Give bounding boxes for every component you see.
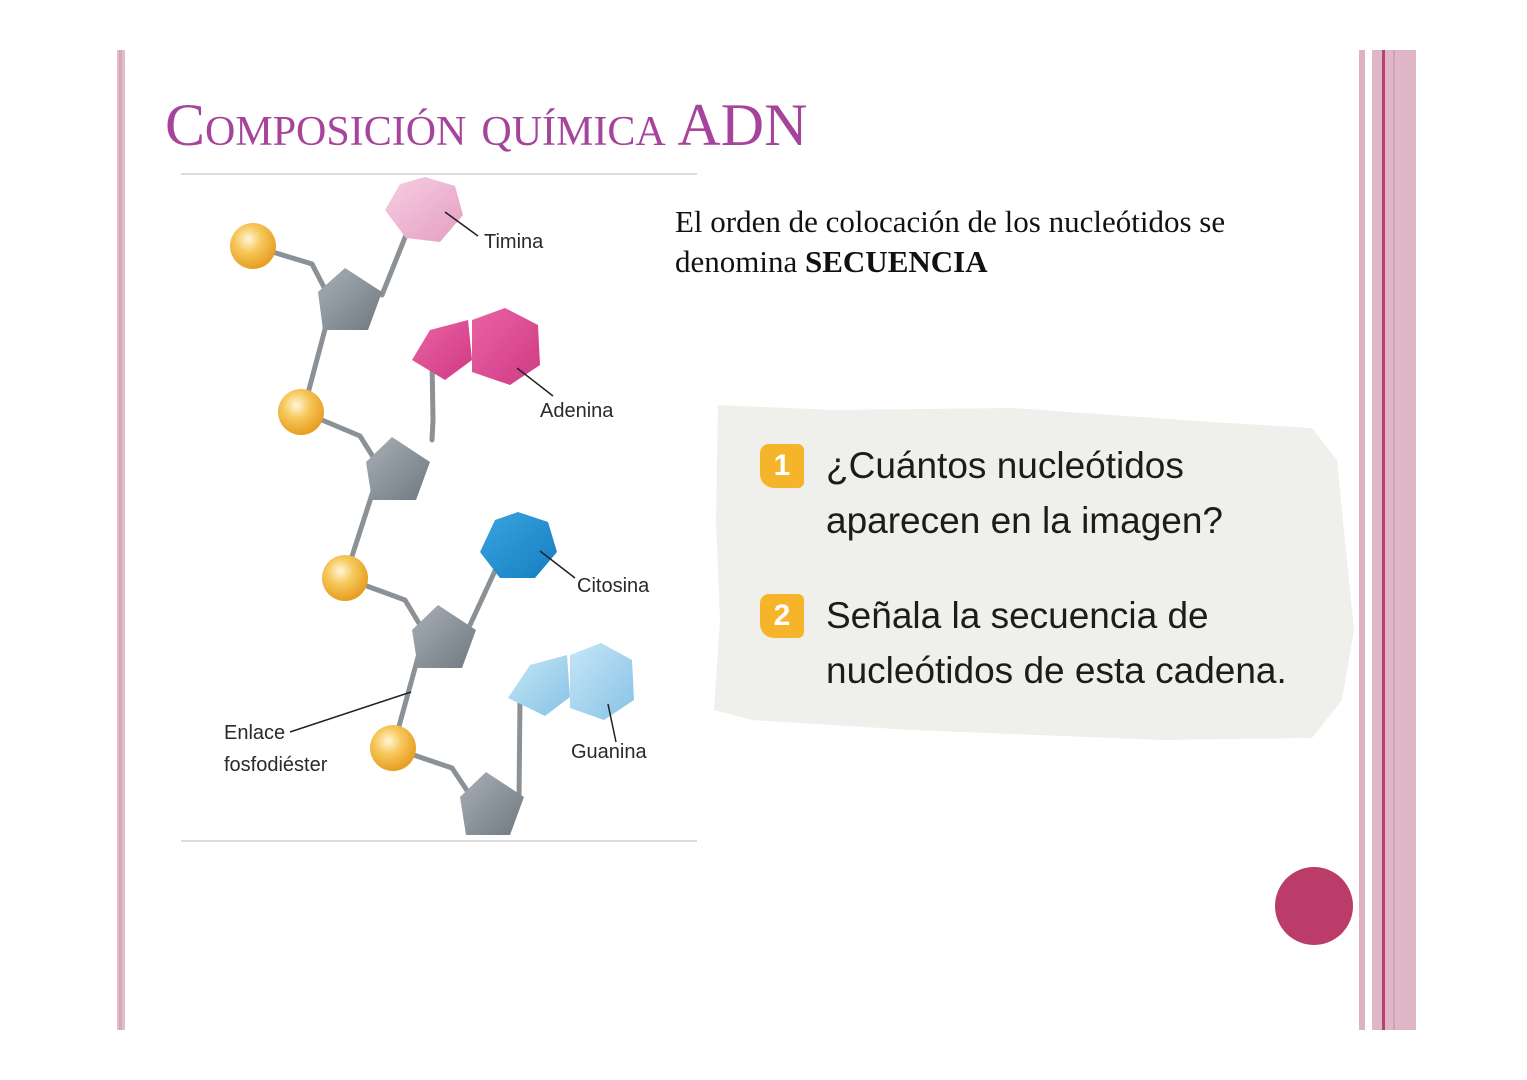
label-citosina: Citosina bbox=[577, 575, 650, 597]
label-timina: Timina bbox=[484, 231, 544, 253]
decorative-circle bbox=[1275, 867, 1353, 945]
definition-line-2: denomina SECUENCIA bbox=[675, 242, 1355, 282]
right-border-stripe bbox=[1393, 50, 1395, 1030]
questions-panel: 1 ¿Cuántos nucleótidos aparecen en la im… bbox=[712, 400, 1357, 745]
question-1: 1 ¿Cuántos nucleótidos aparecen en la im… bbox=[760, 444, 1346, 548]
question-text: ¿Cuántos nucleótidos aparecen en la imag… bbox=[826, 445, 1224, 541]
definition-line-1: El orden de colocación de los nucleótido… bbox=[675, 204, 1226, 239]
slide-title: Composición química ADN bbox=[165, 92, 808, 158]
figure-top-divider bbox=[181, 173, 697, 175]
dna-diagram-icon bbox=[230, 177, 634, 835]
label-fosfodiester: fosfodiéster bbox=[224, 754, 328, 776]
left-border-stripe bbox=[117, 50, 125, 1030]
question-number-badge: 2 bbox=[760, 594, 804, 638]
question-text: Señala la secuencia de nucleótidos de es… bbox=[826, 595, 1287, 691]
figure-bottom-divider bbox=[181, 840, 697, 842]
label-adenina: Adenina bbox=[540, 400, 614, 422]
right-border-stripe bbox=[1382, 50, 1385, 1030]
label-guanina: Guanina bbox=[571, 741, 647, 763]
label-enlace: Enlace bbox=[224, 722, 286, 744]
torn-paper-background-icon bbox=[714, 405, 1354, 740]
dna-strand-figure: Timina Adenina Citosina Guanina Enlace f… bbox=[181, 175, 697, 840]
keyword-secuencia: SECUENCIA bbox=[805, 244, 988, 279]
question-2: 2 Señala la secuencia de nucleótidos de … bbox=[760, 594, 1346, 698]
question-number-badge: 1 bbox=[760, 444, 804, 488]
right-border-stripe bbox=[1359, 50, 1365, 1030]
definition-text: El orden de colocación de los nucleótido… bbox=[675, 202, 1355, 282]
definition-prefix: denomina bbox=[675, 244, 805, 279]
